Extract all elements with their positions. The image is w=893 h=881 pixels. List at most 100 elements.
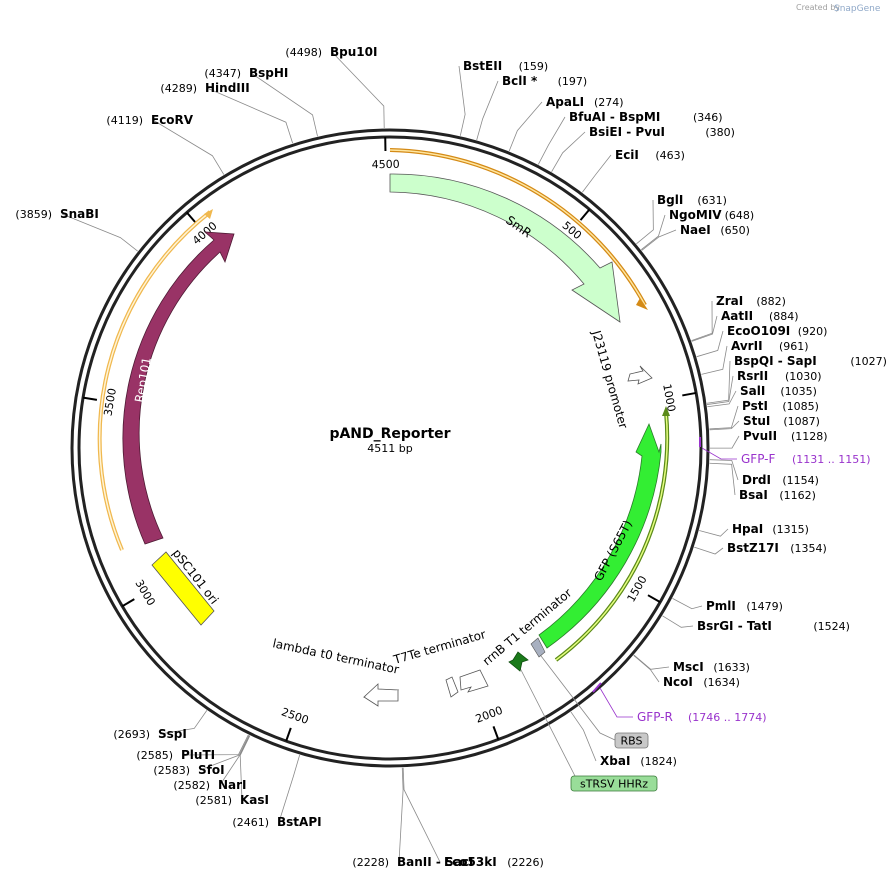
site-leader: [206, 87, 294, 144]
site-position: (2583): [153, 764, 190, 777]
site-ecoo109i[interactable]: EcoO109I(920): [727, 324, 827, 338]
site-position: (159): [519, 60, 549, 73]
site-position: (1087): [783, 415, 820, 428]
site-bgli[interactable]: BglI(631): [657, 193, 727, 207]
smr-feature[interactable]: [389, 173, 621, 323]
site-position: (380): [705, 126, 735, 139]
site-leader: [476, 80, 499, 141]
site-leader: [699, 528, 729, 537]
site-ecorv[interactable]: EcoRV(4119): [106, 113, 193, 127]
site-name: ZraI: [716, 294, 743, 308]
rbs-marker[interactable]: [530, 637, 546, 658]
site-hindiii[interactable]: HindIII(4289): [160, 81, 249, 95]
site-position: (4498): [285, 46, 322, 59]
site-bfuai-bspmi[interactable]: BfuAI - BspMI(346): [569, 110, 723, 124]
site-leader: [278, 754, 301, 823]
site-aatii[interactable]: AatII(884): [721, 309, 799, 323]
site-leader: [508, 101, 543, 152]
j23119-promoter-arrow[interactable]: [627, 365, 653, 385]
site-psti[interactable]: PstI(1085): [742, 399, 819, 413]
site-snabi[interactable]: SnaBI(3859): [15, 207, 98, 221]
smr-orf-arrowhead: [636, 298, 648, 310]
tick-label: 2500: [280, 705, 311, 727]
site-leader: [696, 330, 724, 358]
site-position: (1354): [790, 542, 827, 555]
rep101-feature[interactable]: [122, 231, 235, 545]
site-position: (274): [594, 96, 624, 109]
site-avrii[interactable]: AvrII(961): [731, 339, 809, 353]
site-position: (2461): [232, 816, 269, 829]
site-leader: [707, 390, 737, 408]
site-bsphi[interactable]: BspHI(4347): [204, 66, 288, 80]
site-sspi[interactable]: SspI(2693): [113, 727, 186, 741]
site-ncoi[interactable]: NcoI(1634): [663, 675, 740, 689]
site-apali[interactable]: ApaLI(274): [546, 95, 624, 109]
site-position: (1085): [782, 400, 819, 413]
site-name: PluTI: [181, 748, 215, 762]
site-leader: [250, 72, 318, 137]
site-bstapi[interactable]: BstAPI (2461): [232, 815, 321, 829]
tick-label: 2000: [474, 704, 505, 726]
t7te-terminator[interactable]: [445, 676, 459, 698]
rep101-orf-arrowhead: [204, 209, 213, 219]
site-position: (882): [756, 295, 786, 308]
site-sali[interactable]: SalI(1035): [740, 384, 817, 398]
site-eco53ki[interactable]: Eco53kI(2226): [444, 855, 544, 869]
site-pluti[interactable]: PluTI(2585): [136, 748, 215, 762]
site-name: RsrII: [737, 369, 768, 383]
primer-gfp-f[interactable]: GFP-F(1131 .. 1151): [741, 452, 871, 466]
site-bsteii[interactable]: BstEII(159): [463, 59, 548, 73]
t7te-label: T7Te terminator: [391, 627, 487, 667]
site-leader: [331, 51, 385, 129]
site-name: NcoI: [663, 675, 693, 689]
site-banii-saci[interactable]: BanII - SacI(2228): [352, 855, 473, 869]
site-bpu10i[interactable]: Bpu10I(4498): [285, 45, 377, 59]
site-bsrgi-tati[interactable]: BsrGI - TatI(1524): [697, 619, 850, 633]
site-ngomiv[interactable]: NgoMIV(648): [669, 208, 754, 222]
site-bstz17i[interactable]: BstZ17I(1354): [727, 541, 827, 555]
site-leader: [672, 598, 703, 610]
site-bsai[interactable]: BsaI(1162): [739, 488, 816, 502]
rrnb-small-arrow[interactable]: [459, 669, 489, 693]
rbs-box[interactable]: [614, 732, 649, 749]
site-kasi[interactable]: KasI(2581): [195, 793, 269, 807]
site-hpai[interactable]: HpaI(1315): [732, 522, 809, 536]
rbs-leader: [537, 651, 616, 741]
site-leader: [706, 375, 734, 405]
strsv-hhrz-box[interactable]: [570, 775, 658, 792]
site-name: EciI: [615, 148, 639, 162]
tick-mark: [121, 598, 135, 608]
site-pmli[interactable]: PmlI(1479): [706, 599, 783, 613]
rrnb-t1-terminator[interactable]: [508, 651, 529, 672]
site-sfoi[interactable]: SfoI(2583): [153, 763, 224, 777]
site-name: HindIII: [205, 81, 250, 95]
site-name: Eco53kI: [444, 855, 497, 869]
site-zrai[interactable]: ZraI (882): [716, 294, 786, 308]
psc101-ori-feature[interactable]: [151, 551, 215, 626]
primer-gfp-r[interactable]: GFP-R(1746 .. 1774): [637, 710, 767, 724]
primer-position: (1746 .. 1774): [688, 711, 767, 724]
site-naei[interactable]: NaeI(650): [680, 223, 750, 237]
site-drdi[interactable]: DrdI(1154): [742, 473, 819, 487]
backbone-inner: [77, 135, 703, 761]
site-xbai[interactable]: XbaI(1824): [600, 754, 677, 768]
gfp-feature[interactable]: [538, 422, 662, 649]
site-position: (346): [693, 111, 723, 124]
site-pvuii[interactable]: PvuII(1128): [743, 429, 828, 443]
site-nari[interactable]: NarI(2582): [173, 778, 246, 792]
site-name: BstAPI: [277, 815, 322, 829]
site-position: (1154): [782, 474, 819, 487]
site-bcli[interactable]: BclI *(197): [502, 74, 587, 88]
site-bsiei-pvui[interactable]: BsiEI - PvuI(380): [589, 125, 735, 139]
tick-mark: [82, 396, 98, 401]
site-bspqi-sapi[interactable]: BspQI - SapI(1027): [734, 354, 887, 368]
tick-mark: [682, 391, 697, 397]
site-name: BanII - SacI: [397, 855, 473, 869]
gfp-r-primer-mark[interactable]: [592, 682, 602, 693]
plasmid-title: pAND_Reporter: [329, 426, 450, 442]
site-ecii[interactable]: EciI(463): [615, 148, 685, 162]
site-msci[interactable]: MscI(1633): [673, 660, 750, 674]
site-stui[interactable]: StuI(1087): [743, 414, 820, 428]
backbone-outer: [70, 128, 710, 768]
site-rsrii[interactable]: RsrII(1030): [737, 369, 822, 383]
